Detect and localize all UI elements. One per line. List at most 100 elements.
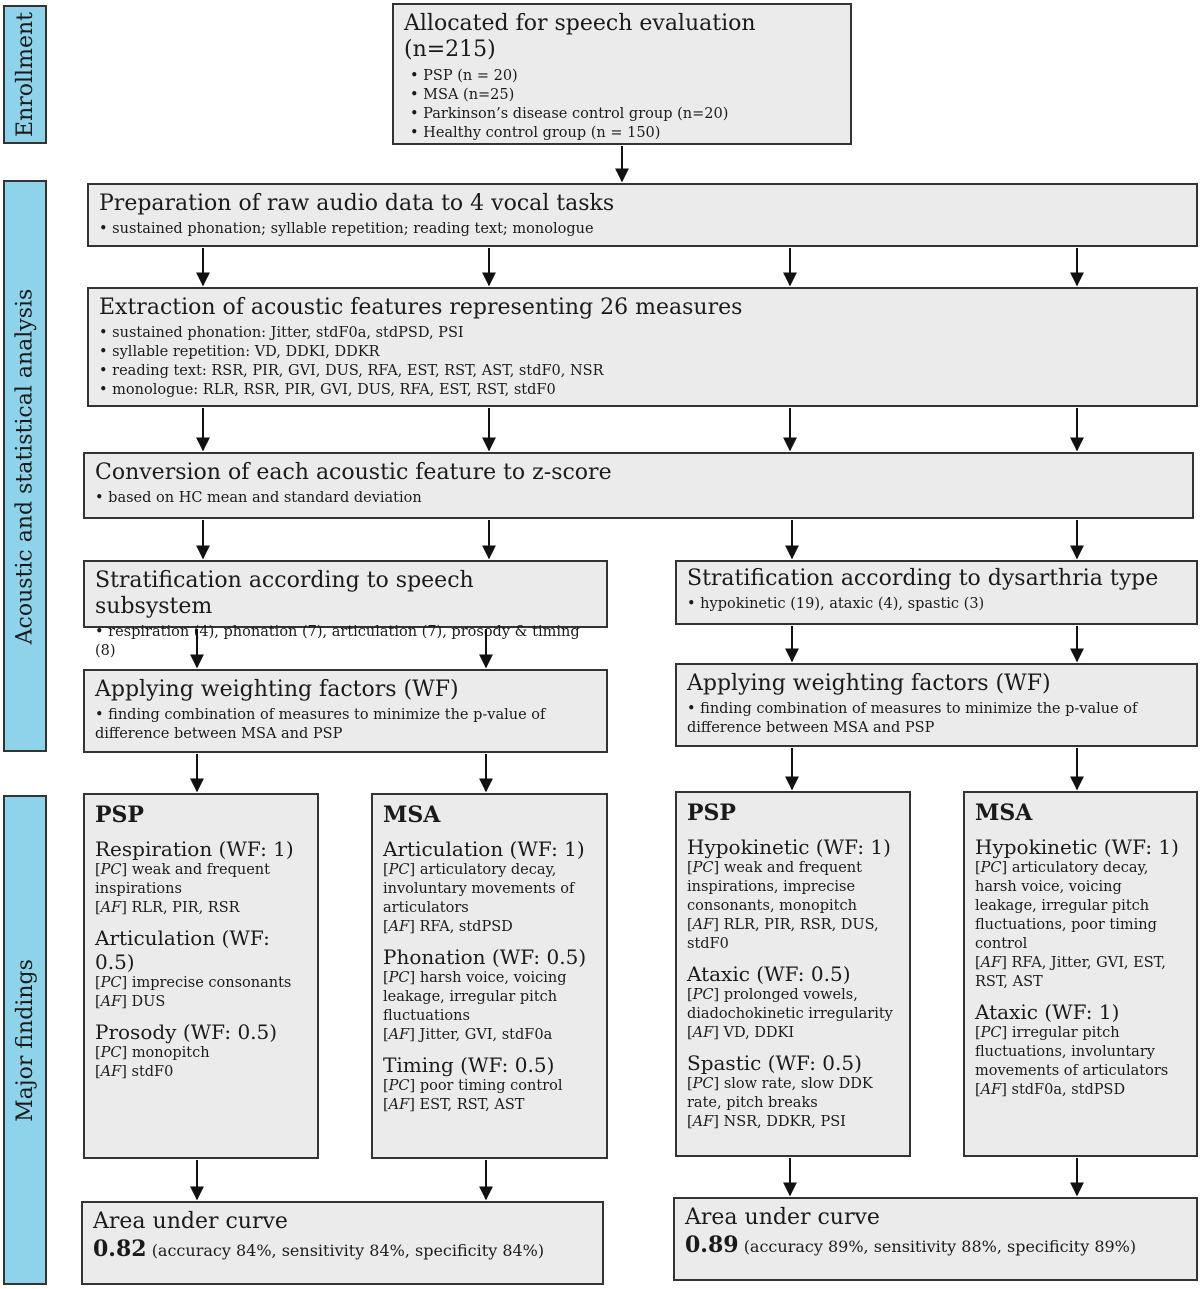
extraction-item: syllable repetition: VD, DDKI, DDKR: [99, 343, 1186, 362]
finding-af: [AF] stdF0: [95, 1064, 174, 1080]
finding-section: Respiration (WF: 1) [PC] weak and freque…: [95, 837, 307, 918]
msa-subsystem-title: MSA: [383, 802, 441, 828]
finding-heading: Phonation (WF: 0.5): [383, 945, 587, 969]
auc-right-title: Area under curve: [685, 1205, 880, 1230]
allocated-title: Allocated for speech evaluation (n=215): [404, 11, 756, 62]
pc-tag: PC: [980, 1025, 1002, 1041]
stratification-dysarthria-item: hypokinetic (19), ataxic (4), spastic (3…: [687, 595, 1186, 614]
finding-pc: [PC] irregular pitch fluctuations, invol…: [975, 1025, 1169, 1079]
auc-right-box: Area under curve 0.89 (accuracy 89%, sen…: [673, 1197, 1198, 1281]
finding-section: Prosody (WF: 0.5) [PC] monopitch [AF] st…: [95, 1020, 307, 1082]
pc-tag: PC: [100, 975, 122, 991]
af-text: NSR, DDKR, PSI: [723, 1114, 846, 1130]
pc-tag: PC: [388, 862, 410, 878]
af-text: RLR, PIR, RSR: [131, 900, 240, 916]
finding-pc: [PC] imprecise consonants: [95, 975, 292, 991]
psp-dysarthria-box: PSP Hypokinetic (WF: 1) [PC] weak and fr…: [675, 791, 911, 1157]
preparation-box: Preparation of raw audio data to 4 vocal…: [87, 183, 1198, 247]
af-tag: AF: [388, 1027, 410, 1043]
pc-text: slow rate, slow DDK rate, pitch breaks: [687, 1076, 873, 1111]
allocated-box: Allocated for speech evaluation (n=215) …: [392, 3, 852, 145]
pc-text: monopitch: [131, 1045, 210, 1061]
finding-heading: Ataxic (WF: 0.5): [687, 962, 851, 986]
pc-text: irregular pitch fluctuations, involuntar…: [975, 1025, 1169, 1079]
pc-text: harsh voice, voicing leakage, irregular …: [383, 970, 567, 1024]
psp-subsystem-title: PSP: [95, 802, 144, 828]
finding-af: [AF] RLR, PIR, RSR, DUS, stdF0: [687, 917, 879, 952]
msa-dysarthria-title: MSA: [975, 800, 1033, 826]
preparation-title: Preparation of raw audio data to 4 vocal…: [99, 191, 615, 216]
conversion-item: based on HC mean and standard deviation: [95, 489, 1182, 508]
pc-tag: PC: [692, 1076, 714, 1092]
finding-af: [AF] VD, DDKI: [687, 1025, 795, 1041]
weighting-left-box: Applying weighting factors (WF) finding …: [83, 669, 608, 753]
extraction-item: sustained phonation: Jitter, stdF0a, std…: [99, 324, 1186, 343]
pc-text: weak and frequent inspirations: [95, 862, 270, 897]
preparation-item: sustained phonation; syllable repetition…: [99, 220, 1186, 239]
extraction-item: reading text: RSR, PIR, GVI, DUS, RFA, E…: [99, 362, 1186, 381]
finding-section: Hypokinetic (WF: 1) [PC] weak and freque…: [687, 835, 899, 954]
finding-pc: [PC] monopitch: [95, 1045, 210, 1061]
af-text: VD, DDKI: [723, 1025, 795, 1041]
pc-tag: PC: [388, 1078, 410, 1094]
af-tag: AF: [100, 994, 122, 1010]
weighting-right-title: Applying weighting factors (WF): [687, 671, 1051, 696]
finding-pc: [PC] slow rate, slow DDK rate, pitch bre…: [687, 1076, 873, 1111]
af-text: RLR, PIR, RSR, DUS, stdF0: [687, 917, 879, 952]
finding-section: Phonation (WF: 0.5) [PC] harsh voice, vo…: [383, 945, 596, 1045]
pc-tag: PC: [692, 987, 714, 1003]
conversion-box: Conversion of each acoustic feature to z…: [83, 452, 1194, 519]
finding-af: [AF] RFA, stdPSD: [383, 919, 513, 935]
finding-heading: Articulation (WF: 1): [383, 837, 585, 861]
af-tag: AF: [692, 917, 714, 933]
af-text: RFA, stdPSD: [419, 919, 513, 935]
finding-pc: [PC] poor timing control: [383, 1078, 563, 1094]
finding-section: Spastic (WF: 0.5) [PC] slow rate, slow D…: [687, 1051, 899, 1132]
finding-section: Articulation (WF: 1) [PC] articulatory d…: [383, 837, 596, 937]
pc-text: imprecise consonants: [131, 975, 292, 991]
af-tag: AF: [980, 955, 1002, 971]
auc-left-title: Area under curve: [93, 1209, 288, 1234]
extraction-box: Extraction of acoustic features represen…: [87, 287, 1198, 407]
finding-pc: [PC] weak and frequent inspirations, imp…: [687, 860, 862, 914]
pc-tag: PC: [100, 862, 122, 878]
finding-section: Hypokinetic (WF: 1) [PC] articulatory de…: [975, 835, 1186, 992]
finding-af: [AF] DUS: [95, 994, 166, 1010]
auc-left-result: 0.82 (accuracy 84%, sensitivity 84%, spe…: [93, 1235, 592, 1265]
msa-subsystem-box: MSA Articulation (WF: 1) [PC] articulato…: [371, 793, 608, 1159]
finding-af: [AF] RFA, Jitter, GVI, EST, RST, AST: [975, 955, 1166, 990]
pc-text: articulatory decay, harsh voice, voicing…: [975, 860, 1157, 952]
pc-text: poor timing control: [419, 1078, 563, 1094]
extraction-list: sustained phonation: Jitter, stdF0a, std…: [99, 324, 1186, 400]
finding-section: Ataxic (WF: 1) [PC] irregular pitch fluc…: [975, 1000, 1186, 1100]
auc-left-box: Area under curve 0.82 (accuracy 84%, sen…: [81, 1201, 604, 1285]
finding-pc: [PC] prolonged vowels, diadochokinetic i…: [687, 987, 893, 1022]
stage-label-analysis: Acoustic and statistical analysis: [3, 180, 47, 752]
finding-af: [AF] RLR, PIR, RSR: [95, 900, 240, 916]
af-text: DUS: [131, 994, 166, 1010]
finding-af: [AF] stdF0a, stdPSD: [975, 1082, 1126, 1098]
auc-right-value: 0.89: [685, 1232, 739, 1258]
conversion-title: Conversion of each acoustic feature to z…: [95, 460, 612, 485]
auc-right-detail: (accuracy 89%, sensitivity 88%, specific…: [743, 1237, 1137, 1256]
stratification-subsystem-item: respiration (4), phonation (7), articula…: [95, 623, 596, 661]
allocated-list: PSP (n = 20) MSA (n=25) Parkinson’s dise…: [404, 67, 840, 143]
pc-text: articulatory decay, involuntary movement…: [383, 862, 575, 916]
pc-tag: PC: [388, 970, 410, 986]
finding-heading: Articulation (WF: 0.5): [95, 926, 270, 974]
af-tag: AF: [692, 1114, 714, 1130]
stratification-subsystem-list: respiration (4), phonation (7), articula…: [95, 623, 596, 661]
af-text: stdF0: [131, 1064, 174, 1080]
finding-heading: Ataxic (WF: 1): [975, 1000, 1120, 1024]
stage-label-findings: Major findings: [3, 795, 47, 1285]
stage-label-enrollment: Enrollment: [3, 5, 47, 144]
af-tag: AF: [388, 1097, 410, 1113]
finding-af: [AF] NSR, DDKR, PSI: [687, 1114, 846, 1130]
stratification-subsystem-title: Stratification according to speech subsy…: [95, 568, 474, 619]
weighting-left-title: Applying weighting factors (WF): [95, 677, 459, 702]
af-text: EST, RST, AST: [419, 1097, 525, 1113]
stratification-dysarthria-list: hypokinetic (19), ataxic (4), spastic (3…: [687, 595, 1186, 614]
finding-section: Timing (WF: 0.5) [PC] poor timing contro…: [383, 1053, 596, 1115]
